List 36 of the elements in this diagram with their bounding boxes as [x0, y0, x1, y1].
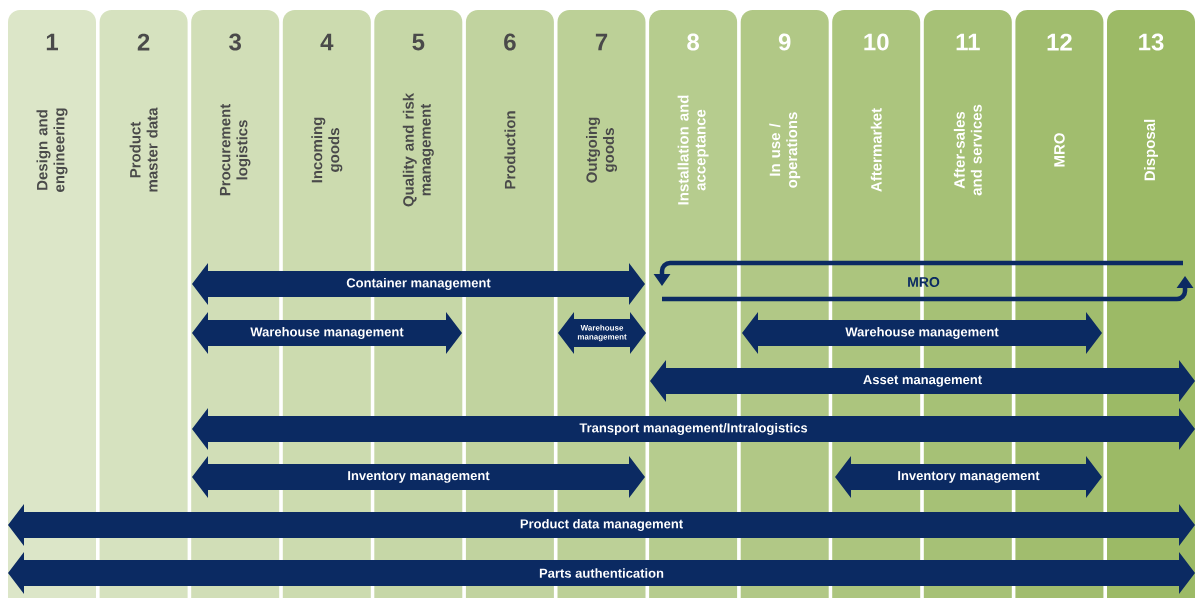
column-title: Incoming goods — [311, 117, 343, 183]
function-band: Container management — [192, 263, 645, 305]
column-number: 7 — [595, 33, 608, 51]
column-title: After-sales and services — [953, 104, 982, 196]
column-number: 3 — [229, 33, 241, 51]
column-title: Installation and acceptance — [677, 95, 709, 205]
column-number: 13 — [1139, 33, 1164, 51]
function-band: Parts authentication — [8, 552, 1195, 594]
function-band: Transport management/Intralogistics — [192, 408, 1195, 450]
function-band: Warehouse management — [192, 312, 462, 354]
column-title: Design and engineering — [36, 108, 68, 192]
function-band: Inventory management — [192, 456, 645, 498]
function-band: Warehouse management — [742, 312, 1102, 354]
column-title: Product master data — [129, 107, 158, 192]
column-title: Aftermarket — [870, 108, 882, 192]
function-band: Product data management — [8, 504, 1195, 546]
column-title: Procurement logistics — [219, 103, 251, 196]
column-title: Quality and risk management — [402, 92, 434, 207]
column-title: Outgoing goods — [586, 117, 618, 183]
column-title: MRO — [1054, 133, 1065, 167]
column-number: 6 — [504, 33, 516, 51]
column-number: 9 — [778, 33, 791, 51]
function-band: Warehouse management — [558, 312, 646, 354]
column-number: 12 — [1047, 33, 1072, 51]
column-title: In use / operations — [769, 112, 801, 188]
function-band: Inventory management — [835, 456, 1102, 498]
column-title: Disposal — [1144, 119, 1158, 181]
column-number: 4 — [320, 33, 334, 51]
column-title: Production — [504, 111, 516, 189]
column-number: 2 — [137, 33, 150, 51]
column-number: 11 — [956, 33, 980, 51]
column-number: 5 — [412, 33, 425, 51]
function-band: Asset management — [650, 360, 1195, 402]
column-number: 10 — [864, 33, 889, 51]
column-number: 1 — [46, 33, 58, 51]
column-number: 8 — [687, 33, 700, 51]
